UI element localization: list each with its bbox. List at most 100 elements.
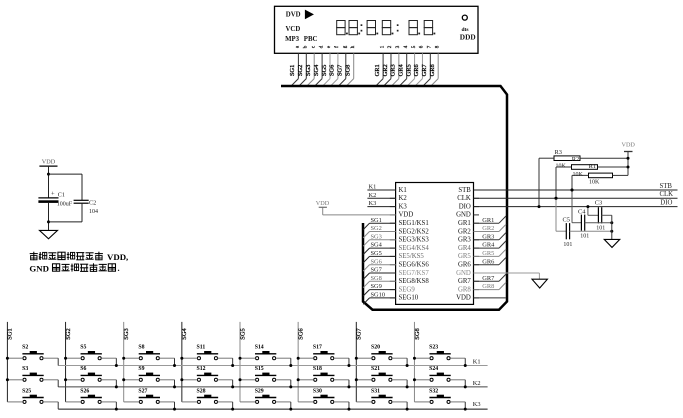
svg-text:CLK: CLK [457,195,471,202]
svg-text:STB: STB [458,187,471,194]
svg-text:R3: R3 [555,149,562,156]
svg-text:d: d [319,45,324,48]
svg-text:SG7: SG7 [356,328,363,340]
svg-text:SG6: SG6 [297,328,304,339]
svg-text:f: f [335,46,340,48]
svg-text:SG1: SG1 [371,217,382,224]
svg-text:GND: GND [29,263,49,273]
svg-text:GR5: GR5 [482,250,494,257]
svg-text:GR7: GR7 [458,278,471,285]
svg-text:GR5: GR5 [405,64,412,76]
svg-text:104: 104 [89,209,98,215]
svg-text:dts: dts [462,27,469,33]
svg-text:S30: S30 [313,388,322,394]
svg-text:S9: S9 [138,366,144,372]
svg-text:GR2: GR2 [482,225,494,232]
svg-text:.: . [118,263,120,273]
svg-text:S27: S27 [138,388,147,394]
svg-text:S12: S12 [197,366,206,372]
svg-text:GR4: GR4 [458,245,471,252]
svg-text:PBC: PBC [304,36,318,43]
svg-text:K2: K2 [369,192,377,199]
svg-text:SG4: SG4 [371,242,383,249]
svg-text:8: 8 [435,45,440,48]
svg-text:SEG3/KS3: SEG3/KS3 [399,237,430,244]
svg-text:K3: K3 [473,401,481,408]
svg-text:SG3: SG3 [123,328,130,339]
svg-text:SG6: SG6 [329,65,336,76]
svg-text:K3: K3 [399,203,408,210]
svg-text:K2: K2 [473,380,481,387]
svg-text:K2: K2 [399,195,408,202]
svg-text:SEG8/KS8: SEG8/KS8 [399,278,430,285]
svg-text:S6: S6 [80,366,86,372]
svg-text:SEG6/KS6: SEG6/KS6 [399,262,430,269]
svg-text:C5: C5 [563,217,570,224]
svg-text:VDD,: VDD, [107,252,128,262]
svg-text:a: a [296,45,301,48]
svg-text:SG8: SG8 [414,328,421,339]
svg-text:S24: S24 [429,366,438,372]
svg-text:h: h [351,45,356,48]
svg-text:S31: S31 [371,388,380,394]
svg-text:SG8: SG8 [345,65,352,76]
svg-text:SG3: SG3 [305,65,312,76]
svg-text:SE5/KS5: SE5/KS5 [399,253,425,260]
svg-text:101: 101 [563,242,572,248]
svg-text:GR3: GR3 [458,237,471,244]
svg-text:SEG10: SEG10 [399,295,419,302]
svg-text:GR7: GR7 [421,63,428,76]
svg-text:SG7: SG7 [371,267,383,274]
svg-text:K1: K1 [399,187,407,194]
svg-text:GR2: GR2 [458,228,471,235]
svg-text:GR6: GR6 [458,262,471,269]
svg-text:GR6: GR6 [482,258,494,265]
svg-text:DIO: DIO [459,203,471,210]
svg-text:VDD: VDD [316,200,330,207]
svg-text:5: 5 [412,45,417,48]
svg-text:SG4: SG4 [313,64,320,76]
svg-text:101: 101 [596,226,605,232]
svg-text:S5: S5 [80,345,86,351]
svg-text:6: 6 [420,45,425,48]
svg-text:S25: S25 [22,388,31,394]
svg-text:R2: R2 [572,156,579,163]
svg-text:S17: S17 [313,345,322,351]
svg-text:GR1: GR1 [482,217,494,224]
svg-text:10K: 10K [589,179,600,185]
svg-text:+: + [51,191,55,198]
svg-text:100uF: 100uF [57,201,73,207]
svg-text:2: 2 [388,45,393,48]
svg-text:c: c [311,45,316,48]
svg-text:VDD: VDD [456,295,471,302]
svg-text:S3: S3 [22,366,28,372]
svg-text:MP3: MP3 [285,36,300,43]
svg-text:SG2: SG2 [371,225,382,232]
svg-text:S21: S21 [371,366,380,372]
svg-text:SG6: SG6 [371,258,382,265]
svg-text:DIO: DIO [660,199,672,206]
svg-text:R1: R1 [589,163,596,170]
svg-text:SG8: SG8 [371,275,382,282]
svg-text:4: 4 [404,45,409,48]
svg-text:GR4: GR4 [398,63,405,76]
svg-text:1: 1 [380,45,385,48]
svg-text:GR6: GR6 [413,64,420,76]
svg-text:STB: STB [660,183,673,190]
svg-text:S2: S2 [22,345,28,351]
svg-text:VCD: VCD [286,26,301,33]
svg-text:SG5: SG5 [371,250,382,257]
svg-text:GR7: GR7 [482,275,495,282]
svg-text:K3: K3 [369,200,377,207]
svg-text:DVD: DVD [286,12,301,19]
svg-text:S20: S20 [371,345,380,351]
svg-text:S11: S11 [197,345,206,351]
svg-text:SG5: SG5 [239,328,246,339]
svg-text:S23: S23 [429,345,438,351]
svg-text:SG9: SG9 [371,283,382,290]
svg-text:e: e [327,45,332,48]
svg-text:VDD: VDD [42,159,56,166]
svg-text:GR8: GR8 [429,64,436,76]
svg-text:g: g [343,45,348,48]
svg-text:DDD: DDD [460,33,476,42]
